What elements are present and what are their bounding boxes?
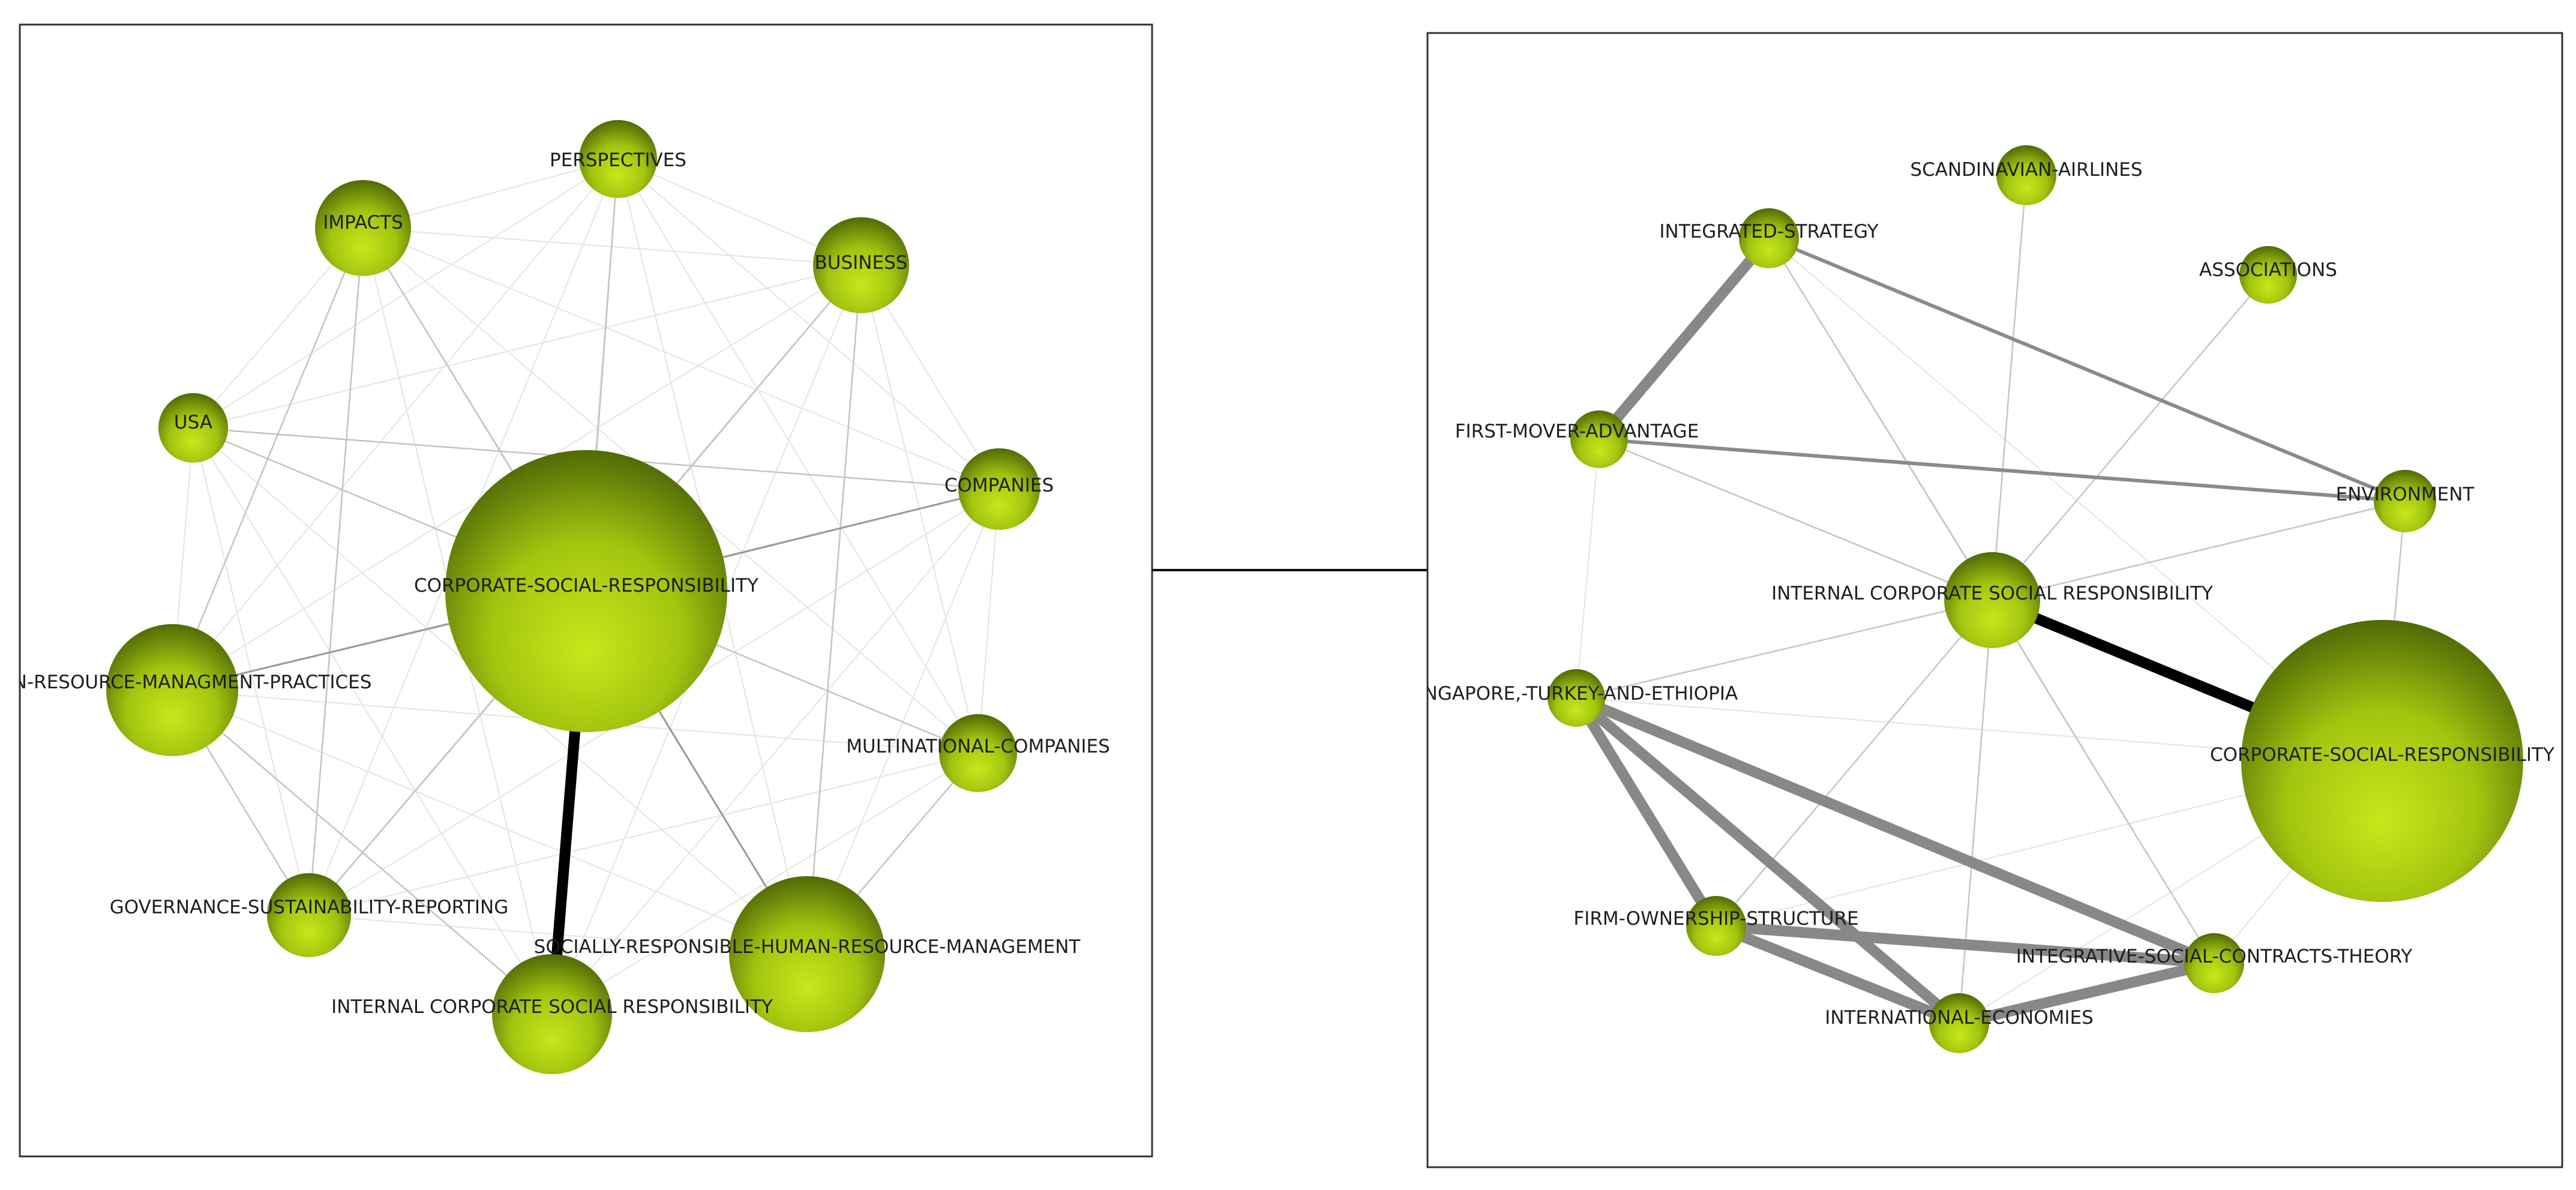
right-edges (1571, 174, 2407, 1029)
node-firm-ownership (1686, 896, 1746, 956)
label-firm-ownership: FIRM-OWNERSHIP-STRUCTURE (1573, 908, 1858, 930)
node-governance (267, 873, 351, 957)
right-labels: SCANDINAVIAN-AIRLINES INTEGRATED-STRATEG… (1407, 159, 2554, 1029)
node-csr (2241, 620, 2523, 902)
node-associations (2239, 246, 2297, 304)
node-usa (158, 393, 228, 463)
node-internal-csr (1944, 552, 2040, 648)
label-environment: ENVIRONMENT (2336, 484, 2475, 505)
label-scandinavian-airlines: SCANDINAVIAN-AIRLINES (1910, 159, 2142, 181)
label-companies: COMPANIES (944, 475, 1054, 496)
label-multinational: MULTINATIONAL-COMPANIES (846, 736, 1110, 757)
node-business (813, 217, 909, 313)
label-internal-csr: INTERNAL CORPORATE SOCIAL RESPONSIBILITY (1771, 583, 2213, 604)
left-network-panel: CORPORATE-SOCIAL-RESPONSIBILITY PERSPECT… (1, 23, 1153, 1158)
label-integrative-social-contracts: INTEGRATIVE-SOCIAL-CONTRACTS-THEORY (2016, 946, 2413, 967)
label-perspectives: PERSPECTIVES (550, 149, 686, 171)
node-scandinavian-airlines (1996, 145, 2056, 205)
label-singapore-turkey-ethiopia: SINGAPORE,-TURKEY-AND-ETHIOPIA (1407, 683, 1738, 705)
node-environment (2374, 470, 2436, 532)
label-csr: CORPORATE-SOCIAL-RESPONSIBILITY (2210, 744, 2554, 766)
node-companies (958, 448, 1040, 530)
label-impacts: IMPACTS (323, 212, 403, 233)
label-hr-practices: AN-RESOURCE-MANAGMENT-PRACTICES (1, 672, 372, 693)
node-multinational (939, 714, 1017, 792)
node-impacts (315, 180, 411, 276)
node-international-economies (1929, 993, 1989, 1053)
node-integrated-strategy (1739, 208, 1799, 268)
node-csr (445, 450, 727, 732)
node-singapore-turkey-ethiopia (1548, 669, 1605, 727)
right-nodes (1548, 145, 2523, 1053)
node-socially-responsible-hrm (729, 876, 885, 1032)
label-international-economies: INTERNATIONAL-ECONOMIES (1825, 1007, 2094, 1029)
label-usa: USA (174, 412, 212, 433)
node-hr-practices (106, 624, 238, 756)
label-associations: ASSOCIATIONS (2199, 259, 2337, 281)
label-csr: CORPORATE-SOCIAL-RESPONSIBILITY (414, 575, 758, 597)
label-integrated-strategy: INTEGRATED-STRATEGY (1659, 221, 1878, 242)
label-internal-csr: INTERNAL CORPORATE SOCIAL RESPONSIBILITY (331, 996, 773, 1018)
node-perspectives (579, 120, 657, 198)
node-first-mover (1570, 410, 1628, 468)
node-internal-csr (492, 954, 612, 1074)
left-labels: CORPORATE-SOCIAL-RESPONSIBILITY PERSPECT… (1, 149, 1110, 1018)
node-integrative-social-contracts (2184, 933, 2244, 993)
right-network-panel: SCANDINAVIAN-AIRLINES INTEGRATED-STRATEG… (1407, 32, 2563, 1168)
label-governance: GOVERNANCE-SUSTAINABILITY-REPORTING (110, 897, 509, 918)
label-business: BUSINESS (815, 252, 908, 274)
label-socially-responsible-hrm: SOCIALLY-RESPONSIBLE-HUMAN-RESOURCE-MANA… (534, 936, 1081, 958)
label-first-mover: FIRST-MOVER-ADVANTAGE (1455, 421, 1699, 442)
left-nodes (106, 120, 1040, 1074)
